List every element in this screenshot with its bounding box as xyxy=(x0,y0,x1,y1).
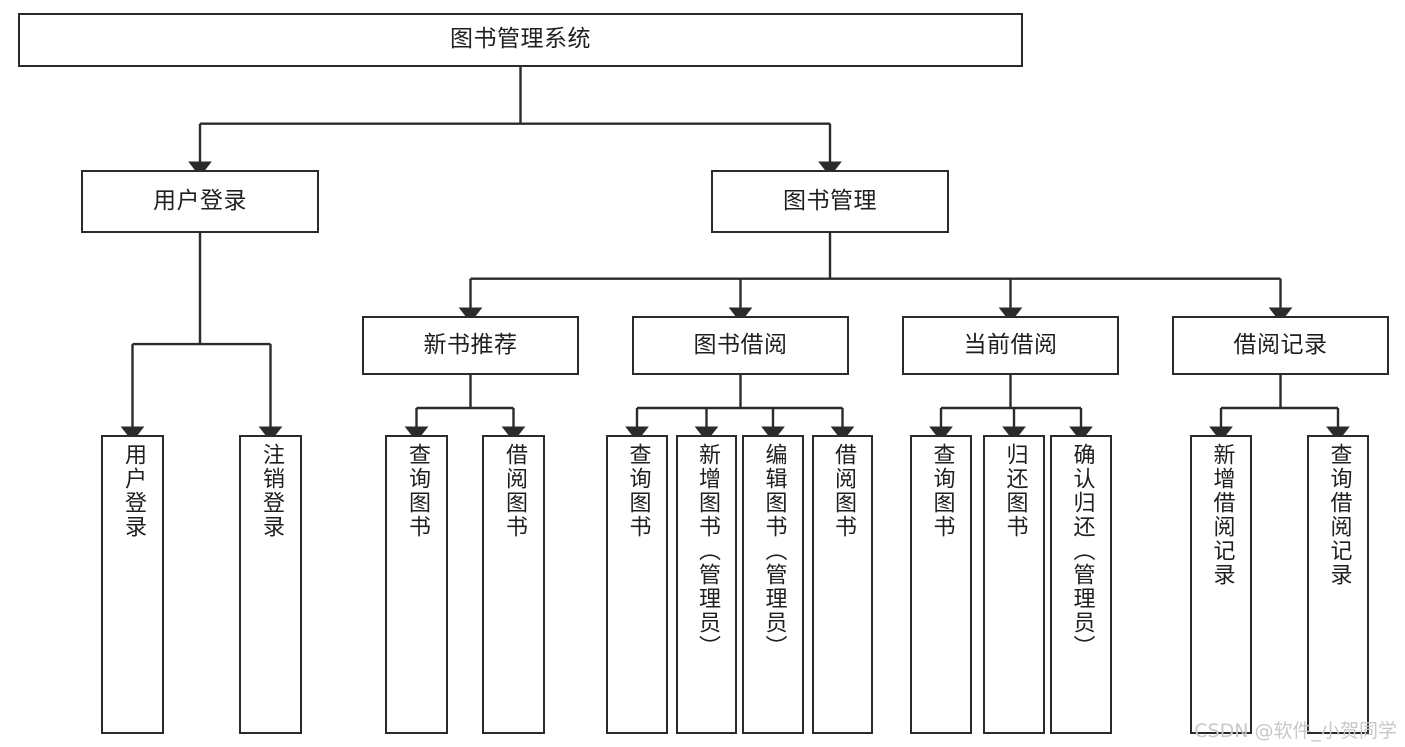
node-label-leaf-borrow-lend: 借阅图书 xyxy=(830,443,856,539)
node-leaf-cur-return[interactable]: 归还图书 xyxy=(983,435,1045,734)
node-leaf-borrow-edit[interactable]: 编辑图书（管理员） xyxy=(742,435,804,734)
node-borrow-record[interactable]: 借阅记录 xyxy=(1172,316,1389,375)
node-leaf-user-login[interactable]: 用户登录 xyxy=(101,435,164,734)
node-label-user-login: 用户登录 xyxy=(153,187,247,214)
node-leaf-borrow-lend[interactable]: 借阅图书 xyxy=(812,435,873,734)
node-label-leaf-cur-return: 归还图书 xyxy=(1002,443,1028,539)
node-label-leaf-rec-find: 查询借阅记录 xyxy=(1326,443,1352,587)
node-leaf-rec-find[interactable]: 查询借阅记录 xyxy=(1307,435,1369,734)
node-leaf-borrow-query[interactable]: 查询图书 xyxy=(606,435,668,734)
node-book-borrow[interactable]: 图书借阅 xyxy=(632,316,849,375)
node-label-book-borrow: 图书借阅 xyxy=(693,331,788,358)
node-label-leaf-rec-add: 新增借阅记录 xyxy=(1209,443,1235,587)
node-label-leaf-rec-borrow: 借阅图书 xyxy=(501,443,527,539)
node-label-new-book-rec: 新书推荐 xyxy=(423,331,518,358)
node-root[interactable]: 图书管理系统 xyxy=(18,13,1023,67)
node-new-book-rec[interactable]: 新书推荐 xyxy=(362,316,579,375)
node-leaf-user-logout[interactable]: 注销登录 xyxy=(239,435,302,734)
node-user-login[interactable]: 用户登录 xyxy=(81,170,319,233)
node-leaf-cur-confirm[interactable]: 确认归还（管理员） xyxy=(1050,435,1112,734)
node-leaf-rec-borrow[interactable]: 借阅图书 xyxy=(482,435,545,734)
node-leaf-borrow-add[interactable]: 新增图书（管理员） xyxy=(676,435,737,734)
csdn-watermark: CSDN @软件_小贺同学 xyxy=(1194,720,1397,742)
node-label-book-manage: 图书管理 xyxy=(783,187,877,214)
node-label-root: 图书管理系统 xyxy=(450,26,591,53)
node-label-leaf-user-logout: 注销登录 xyxy=(258,443,284,539)
node-label-current-borrow: 当前借阅 xyxy=(963,331,1058,358)
node-label-leaf-user-login: 用户登录 xyxy=(120,443,146,539)
node-leaf-rec-query[interactable]: 查询图书 xyxy=(385,435,448,734)
node-label-borrow-record: 借阅记录 xyxy=(1233,331,1328,358)
node-book-manage[interactable]: 图书管理 xyxy=(711,170,949,233)
node-label-leaf-borrow-edit: 编辑图书（管理员） xyxy=(761,443,787,659)
node-leaf-rec-add[interactable]: 新增借阅记录 xyxy=(1190,435,1252,734)
node-leaf-cur-query[interactable]: 查询图书 xyxy=(910,435,972,734)
node-label-leaf-rec-query: 查询图书 xyxy=(404,443,430,539)
node-label-leaf-borrow-add: 新增图书（管理员） xyxy=(694,443,720,659)
node-label-leaf-cur-confirm: 确认归还（管理员） xyxy=(1069,443,1095,659)
node-label-leaf-borrow-query: 查询图书 xyxy=(625,443,651,539)
node-current-borrow[interactable]: 当前借阅 xyxy=(902,316,1119,375)
node-label-leaf-cur-query: 查询图书 xyxy=(929,443,955,539)
